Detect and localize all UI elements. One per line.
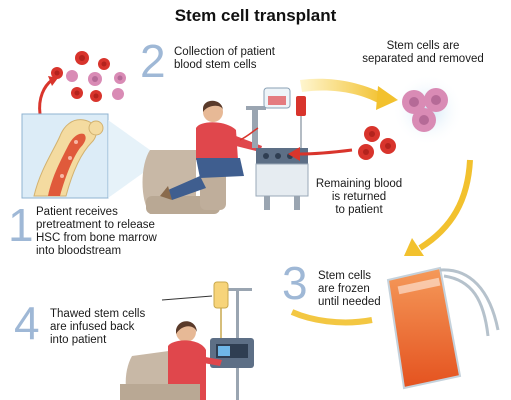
step-3-label: Stem cells are frozen until needed <box>318 270 381 308</box>
step-4-label: Thawed stem cells are infused back into … <box>50 308 146 346</box>
frozen-bag <box>386 266 500 390</box>
zoom-wedge <box>108 120 150 198</box>
separated-annotation: Stem cells are separated and removed <box>362 40 484 65</box>
stem-cell-cluster <box>392 74 464 146</box>
arrow-to-freeze <box>418 159 473 251</box>
returned-annotation: Remaining blood is returned to patient <box>315 178 403 216</box>
arrow-to-infusion <box>290 309 373 326</box>
bone-marrow-panel <box>21 113 109 199</box>
diagram-title: Stem cell transplant <box>174 6 337 25</box>
step-2-number: 2 <box>140 35 166 87</box>
step-1-label: Patient receives pretreatment to release… <box>36 206 157 257</box>
arrow-to-separation <box>300 78 384 104</box>
red-cells-middle <box>358 126 396 160</box>
patient-collection <box>142 100 262 214</box>
red-cells-top-left <box>51 51 126 102</box>
step-1-number: 1 <box>8 199 34 251</box>
infusion-setup <box>210 281 254 400</box>
step-2-label: Collection of patient blood stem cells <box>174 46 276 71</box>
return-arrow <box>299 148 353 156</box>
step-4-number: 4 <box>14 297 40 349</box>
step-3-number: 3 <box>282 257 308 309</box>
patient-infusion <box>120 321 222 400</box>
step4-pointer <box>161 295 213 301</box>
red-arrow-marrow <box>38 78 53 115</box>
